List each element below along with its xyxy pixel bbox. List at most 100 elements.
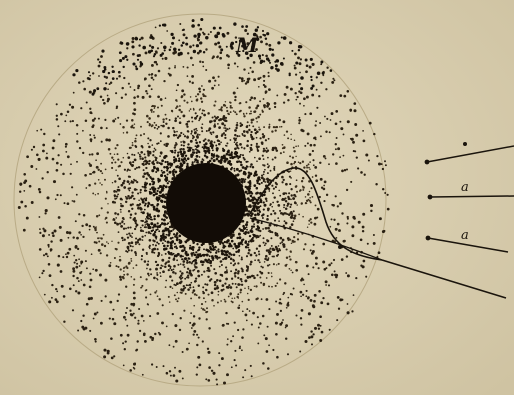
- stipple-dot: [152, 163, 155, 166]
- stipple-dot: [291, 242, 293, 244]
- stipple-dot: [162, 270, 165, 273]
- stipple-dot: [122, 57, 125, 60]
- stipple-dot: [271, 245, 273, 247]
- stipple-dot: [169, 74, 172, 77]
- stipple-dot: [195, 267, 197, 269]
- stipple-dot: [262, 217, 264, 219]
- stipple-dot: [128, 181, 130, 183]
- stipple-dot: [114, 198, 116, 200]
- stipple-dot: [295, 186, 297, 188]
- stipple-dot: [198, 285, 200, 287]
- stipple-dot: [170, 375, 172, 377]
- stipple-dot: [265, 43, 268, 46]
- stipple-dot: [116, 223, 119, 226]
- stipple-dot: [114, 201, 116, 203]
- stipple-dot: [268, 286, 270, 288]
- stipple-dot: [41, 272, 43, 274]
- stipple-dot: [190, 57, 193, 60]
- stipple-dot: [237, 277, 239, 279]
- stipple-dot: [58, 133, 60, 135]
- stipple-dot: [137, 152, 139, 154]
- stipple-dot: [98, 179, 100, 181]
- stipple-dot: [304, 145, 306, 147]
- stipple-dot: [242, 328, 244, 330]
- stipple-dot: [136, 181, 138, 183]
- stipple-dot: [148, 146, 151, 149]
- stipple-dot: [125, 227, 127, 229]
- stipple-dot: [261, 182, 263, 184]
- stipple-dot: [65, 253, 67, 255]
- stipple-dot: [139, 155, 141, 157]
- stipple-dot: [63, 320, 65, 322]
- stipple-dot: [234, 96, 236, 98]
- stipple-dot: [287, 297, 289, 299]
- stipple-dot: [85, 223, 88, 226]
- stipple-dot: [93, 89, 96, 92]
- stipple-dot: [189, 81, 191, 83]
- stipple-dot: [247, 252, 249, 254]
- stipple-dot: [96, 215, 99, 218]
- stipple-dot: [181, 278, 183, 280]
- stipple-dot: [250, 200, 252, 202]
- stipple-dot: [328, 284, 330, 286]
- stipple-dot: [272, 49, 274, 51]
- stipple-dot: [261, 141, 264, 144]
- stipple-dot: [238, 297, 240, 299]
- stipple-dot: [213, 104, 215, 106]
- stipple-dot: [276, 255, 278, 257]
- stipple-dot: [315, 204, 317, 206]
- stipple-dot: [80, 320, 82, 322]
- stipple-dot: [160, 140, 162, 142]
- stipple-dot: [313, 144, 316, 147]
- stipple-dot: [167, 251, 169, 253]
- stipple-dot: [163, 80, 165, 82]
- stipple-dot: [119, 259, 122, 262]
- stipple-dot: [123, 228, 125, 230]
- stipple-dot: [178, 370, 181, 373]
- stipple-dot: [128, 232, 130, 234]
- stipple-dot: [118, 71, 121, 74]
- stipple-dot: [89, 285, 92, 288]
- stipple-dot: [81, 225, 83, 227]
- stipple-dot: [180, 288, 183, 291]
- stipple-dot: [202, 123, 204, 125]
- stipple-dot: [214, 272, 217, 275]
- stipple-dot: [224, 300, 226, 302]
- stipple-dot: [166, 30, 168, 32]
- stipple-dot: [226, 107, 228, 109]
- stipple-dot: [219, 266, 221, 268]
- stipple-dot: [131, 249, 133, 251]
- stipple-dot: [135, 254, 137, 256]
- stipple-dot: [192, 135, 194, 137]
- stipple-dot: [156, 208, 159, 211]
- stipple-dot: [30, 165, 33, 168]
- stipple-dot: [299, 103, 301, 105]
- stipple-dot: [254, 252, 256, 254]
- stipple-dot: [153, 183, 155, 185]
- stipple-dot: [221, 135, 223, 137]
- stipple-dot: [230, 111, 232, 113]
- stipple-dot: [244, 29, 247, 32]
- stipple-dot: [252, 119, 254, 121]
- stipple-dot: [148, 163, 150, 165]
- stipple-dot: [195, 95, 197, 97]
- stipple-dot: [280, 303, 282, 305]
- stipple-dot: [234, 170, 236, 172]
- stipple-dot: [217, 155, 220, 158]
- stipple-dot: [271, 53, 274, 56]
- stipple-dot: [38, 216, 40, 218]
- stipple-dot: [254, 259, 256, 261]
- stipple-dot: [126, 251, 128, 253]
- stipple-dot: [131, 180, 133, 182]
- stipple-dot: [187, 157, 190, 160]
- stipple-dot: [165, 97, 167, 99]
- stipple-dot: [236, 174, 239, 177]
- stipple-dot: [164, 161, 166, 163]
- stipple-dot: [112, 120, 115, 123]
- stipple-dot: [86, 101, 88, 103]
- stipple-dot: [48, 246, 50, 248]
- stipple-dot: [29, 185, 32, 188]
- stipple-dot: [156, 366, 158, 368]
- stipple-dot: [207, 294, 209, 296]
- stipple-dot: [98, 65, 101, 68]
